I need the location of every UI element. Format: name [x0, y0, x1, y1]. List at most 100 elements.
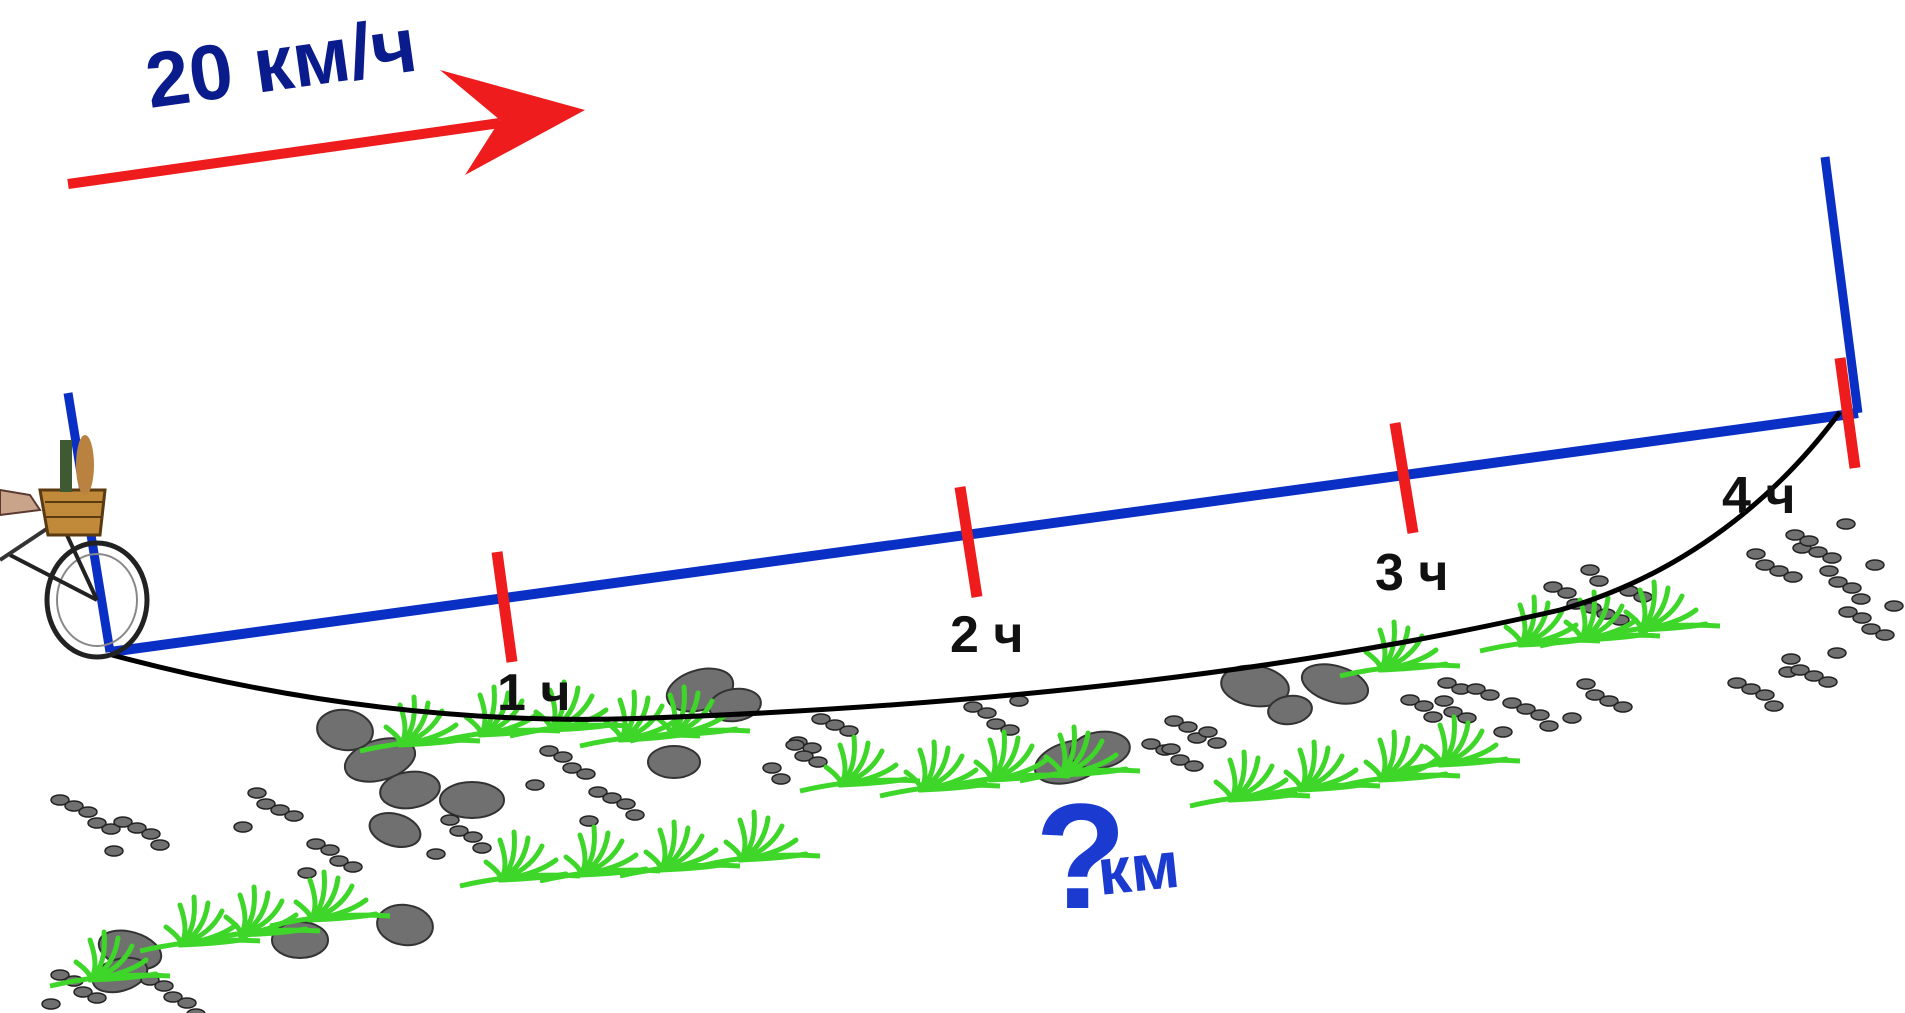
- stone-icon: [762, 762, 782, 774]
- stone-icon: [1414, 700, 1434, 712]
- hand-icon: [0, 488, 42, 517]
- stone-icon: [1466, 683, 1486, 695]
- stone-icon: [1769, 565, 1789, 577]
- stone-icon: [1437, 677, 1457, 689]
- stone-icon: [1576, 678, 1596, 690]
- stone-icon: [247, 787, 267, 799]
- stone-icon: [87, 817, 107, 829]
- distance-curve: [111, 410, 1843, 722]
- stone-icon: [1819, 565, 1839, 577]
- stone-icon: [439, 781, 505, 819]
- stones-group: [41, 518, 1904, 1013]
- hour-label-1: 1 ч: [497, 664, 571, 722]
- stone-icon: [1755, 689, 1775, 701]
- stone-icon: [271, 921, 329, 959]
- stone-icon: [1884, 600, 1904, 612]
- stone-icon: [1828, 576, 1848, 588]
- stone-icon: [1164, 715, 1184, 727]
- stone-icon: [1861, 623, 1881, 635]
- stone-icon: [320, 844, 340, 856]
- grass-icon: [619, 819, 741, 879]
- stone-icon: [1543, 581, 1563, 593]
- ground-illustration: [41, 518, 1904, 1013]
- stone-icon: [1184, 760, 1204, 772]
- stone-icon: [1764, 700, 1784, 712]
- stone-icon: [977, 707, 997, 719]
- stone-icon: [576, 768, 596, 780]
- stone-icon: [1161, 743, 1181, 755]
- stone-icon: [1400, 694, 1420, 706]
- stone-icon: [1790, 664, 1810, 676]
- stone-icon: [1822, 552, 1842, 564]
- stone-icon: [1842, 582, 1862, 594]
- hour-label-2: 2 ч: [950, 606, 1024, 664]
- tick-4h: [1834, 357, 1861, 469]
- stone-icon: [553, 751, 573, 763]
- stone-icon: [1746, 548, 1766, 560]
- stone-icon: [1785, 529, 1805, 541]
- stone-icon: [1755, 559, 1775, 571]
- stone-icon: [440, 814, 460, 826]
- stone-icon: [104, 845, 124, 857]
- grass-icon: [1259, 739, 1381, 799]
- stone-icon: [1141, 738, 1161, 750]
- stone-icon: [141, 828, 161, 840]
- hour-ticks: [491, 357, 1861, 663]
- stone-icon: [87, 992, 107, 1004]
- stone-icon: [794, 750, 814, 762]
- stone-icon: [986, 718, 1006, 730]
- stone-icon: [579, 815, 599, 827]
- stone-icon: [101, 823, 121, 835]
- stone-icon: [329, 855, 349, 867]
- grass-icon: [139, 894, 261, 954]
- stone-icon: [177, 997, 197, 1009]
- hour-label-4: 4 ч: [1722, 467, 1796, 525]
- stone-icon: [1267, 694, 1313, 726]
- stone-icon: [1207, 737, 1227, 749]
- stone-icon: [1562, 712, 1582, 724]
- stone-icon: [1580, 564, 1600, 576]
- stone-icon: [1170, 754, 1190, 766]
- grass-icon: [509, 679, 631, 739]
- stone-icon: [113, 816, 133, 828]
- stone-icon: [41, 998, 61, 1010]
- stone-icon: [1818, 676, 1838, 688]
- stone-icon: [449, 825, 469, 837]
- grass-icon: [1479, 594, 1601, 654]
- stone-icon: [154, 980, 174, 992]
- stone-icon: [1557, 587, 1577, 599]
- stone-icon: [163, 991, 183, 1003]
- grass-icon: [1599, 579, 1721, 639]
- stone-icon: [1539, 720, 1559, 732]
- question-mark: ?: [1035, 772, 1127, 940]
- grass-icon: [699, 809, 821, 869]
- stone-icon: [539, 745, 559, 757]
- stone-icon: [376, 903, 434, 947]
- stone-icon: [1009, 695, 1029, 707]
- grass-icon: [879, 739, 1001, 799]
- grass-icon: [1339, 619, 1461, 679]
- stone-icon: [1865, 559, 1885, 571]
- stone-icon: [647, 745, 701, 779]
- stone-icon: [1178, 721, 1198, 733]
- stone-icon: [825, 719, 845, 731]
- stone-icon: [1589, 575, 1609, 587]
- stone-icon: [1838, 606, 1858, 618]
- stone-icon: [297, 867, 317, 879]
- stone-icon: [1198, 726, 1218, 738]
- stone-icon: [316, 708, 374, 752]
- stone-icon: [306, 838, 326, 850]
- stone-icon: [368, 812, 422, 848]
- stone-icon: [270, 804, 290, 816]
- grass-icon: [269, 869, 391, 929]
- stone-icon: [256, 798, 276, 810]
- stone-icon: [1852, 612, 1872, 624]
- stone-icon: [343, 861, 363, 873]
- grass-icon: [1019, 724, 1141, 784]
- stone-icon: [1741, 683, 1761, 695]
- stone-icon: [1480, 689, 1500, 701]
- stone-icon: [379, 770, 441, 810]
- bottle-icon: [60, 440, 72, 492]
- grass-icon: [1399, 714, 1521, 774]
- stone-icon: [284, 810, 304, 822]
